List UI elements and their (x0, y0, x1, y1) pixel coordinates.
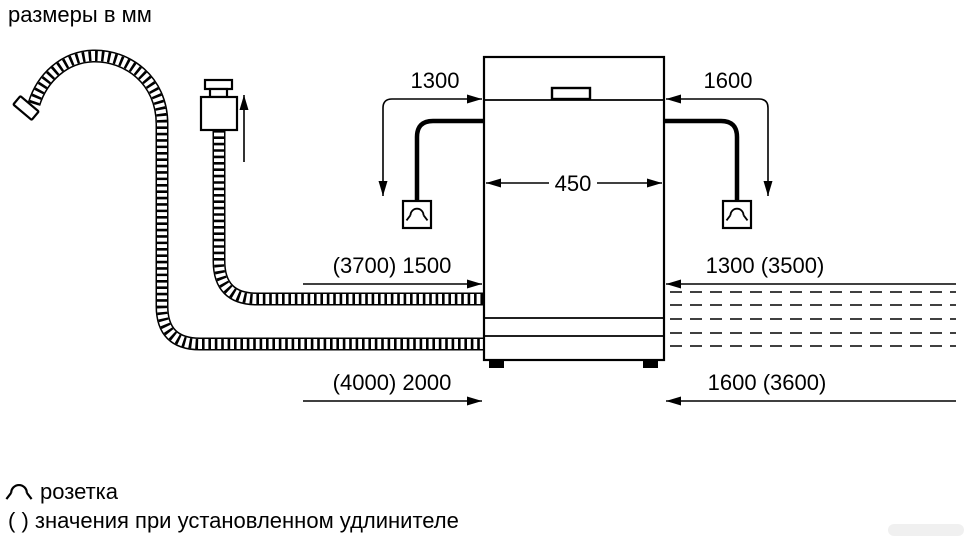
extension-dashed-lines (670, 291, 956, 347)
drain-hose-end-fitting (12, 95, 40, 121)
dim-hose-right-top: 1300 (3500) (666, 253, 956, 289)
drain-hose (27, 49, 484, 351)
socket-right (721, 199, 753, 230)
watermark (888, 524, 964, 536)
dim-cable-left-label: 1300 (411, 68, 460, 93)
dim-cable-right-label: 1600 (704, 68, 753, 93)
dim-hose-right-top-label: 1300 (3500) (706, 253, 825, 278)
appliance (482, 55, 666, 368)
dim-hose-right-bottom-label: 1600 (3600) (708, 370, 827, 395)
legend: розетка ( ) значения при установленном у… (5, 479, 459, 533)
dim-drain-hose-left: (4000) 2000 (303, 370, 482, 406)
dim-cable-left: 1300 (378, 68, 482, 196)
inlet-hose (212, 130, 484, 306)
legend-socket-icon (5, 483, 33, 501)
dim-hose-right-bottom: 1600 (3600) (666, 370, 956, 406)
page-title: размеры в мм (8, 2, 152, 27)
dim-appliance-width: 450 (486, 171, 662, 196)
appliance-foot-right (643, 359, 658, 368)
dim-appliance-width-label: 450 (555, 171, 592, 196)
legend-socket-label: розетка (40, 479, 119, 504)
aquastop-valve (199, 78, 239, 132)
legend-note: ( ) значения при установленном удлинител… (8, 508, 459, 533)
appliance-handle (550, 86, 592, 101)
dim-inlet-hose-left: (3700) 1500 (303, 253, 482, 289)
socket-left (401, 199, 433, 230)
power-cable-right (664, 118, 740, 201)
dim-cable-right: 1600 (666, 68, 773, 196)
appliance-foot-left (489, 359, 504, 368)
power-cable-left (414, 118, 484, 201)
dim-inlet-hose-left-label: (3700) 1500 (333, 253, 452, 278)
dim-drain-hose-left-label: (4000) 2000 (333, 370, 452, 395)
appliance-body (482, 55, 666, 362)
